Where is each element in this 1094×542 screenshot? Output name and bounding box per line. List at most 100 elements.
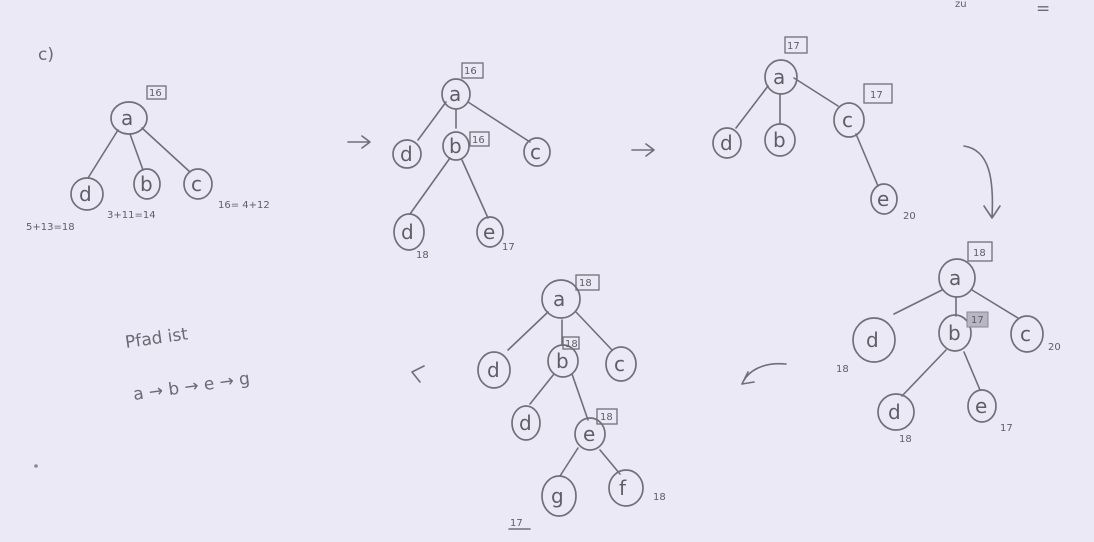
tree-5-node-g [541,475,577,517]
tree-2-node-e [476,216,504,248]
tree-4-node-a [938,258,976,298]
tree-2-node-b-label: b [449,134,462,158]
tree-2-node-e-value: 17 [502,242,515,253]
tree-4-node-c-value: 20 [1048,342,1061,353]
tree-3: a 17 d b c 17 e 20 [712,36,916,222]
tree-2-badge-a-text: 16 [464,66,477,77]
tree-3-node-b [764,123,796,157]
tree-4-node-d2-label: d [888,400,901,424]
tree-1-node-d-label: d [79,182,92,206]
tree-1-edges [87,127,191,179]
tree-3-edges [735,77,879,187]
tree-4-node-e-value: 17 [1000,423,1013,434]
tree-4-node-d [852,317,896,363]
tree-5-node-c-label: c [614,352,625,376]
tree-3-node-a-label: a [773,65,785,89]
tree-3-node-e-value: 20 [903,211,916,222]
tree-5-badge-b [562,336,580,350]
tree-2-node-e-label: e [483,220,495,244]
tree-5-node-d2-label: d [519,411,532,435]
tree-4-node-c-label: c [1020,322,1031,346]
tree-1-badge-a-text: 16 [149,88,162,99]
tree-4-node-c [1010,315,1044,353]
tree-5-node-d2 [511,405,541,441]
tree-5-node-g-label: g [551,484,564,508]
tree-3-node-c-label: c [842,108,853,132]
arrow-1 [347,135,371,149]
tree-1: a 16 d b c 5+13=18 3+11=14 16= 4+12 [26,85,270,233]
tree-3-node-b-label: b [773,128,786,152]
tree-3-badge-a-text: 17 [787,41,800,52]
tree-2-node-d2-value: 18 [416,250,429,261]
tree-3-node-e [870,183,898,215]
tree-4-badge-b-text: 17 [971,315,984,326]
tree-5-node-e-label: e [583,422,595,446]
tree-4-node-d2-value: 18 [899,434,912,445]
stray-dot [34,464,38,468]
tree-5-badge-e [596,408,618,425]
tree-3-badge-c-text: 17 [870,90,883,101]
tree-4-node-d-label: d [866,328,879,352]
tree-4: a 18 d 18 b 17 c 20 d 18 e 17 [836,241,1061,445]
tree-4-node-e-label: e [975,394,987,418]
tree-1-node-a-label: a [121,106,133,130]
tree-2-node-b [442,131,470,161]
tree-1-note-d: 5+13=18 [26,222,75,233]
corner-equals: = [1036,0,1050,19]
tree-1-node-c-label: c [191,172,202,196]
tree-4-badge-a-text: 18 [973,248,986,259]
tree-5-node-b-label: b [556,349,569,373]
tree-1-node-b-label: b [140,172,153,196]
tree-4-edges [893,289,1019,397]
path-note-line1: Pfad ist [124,324,190,353]
tree-3-node-d-label: d [720,131,733,155]
tree-4-badge-a [967,241,993,262]
tree-2-node-c [523,137,551,167]
tree-5-node-g-value: 17 [510,518,523,529]
tree-5-node-e [574,417,606,451]
part-label: c) [38,45,54,65]
tree-5-badge-e-text: 18 [600,412,613,423]
tree-5-node-a-label: a [553,287,565,311]
tree-1-node-d [70,177,104,211]
tree-5-node-d-label: d [487,358,500,382]
tree-5-badge-b-text: 18 [565,339,578,350]
tree-2-node-d-label: d [400,142,413,166]
tree-2-node-a-label: a [449,82,461,106]
tree-1-node-c [183,168,213,200]
tree-2-edges [409,101,531,219]
tree-4-badge-b [966,311,989,328]
tree-1-note-b: 3+11=14 [107,210,156,221]
tree-3-node-d [712,127,742,159]
tree-2: a 16 d b 16 c d 18 e 17 [392,62,551,261]
tree-2-badge-b [469,131,490,147]
tree-3-node-e-label: e [877,187,889,211]
tree-3-badge-a [784,36,808,54]
tree-4-node-e [967,389,997,423]
tree-1-node-b [133,168,161,200]
tree-2-node-a [441,78,471,110]
tree-5-node-d [477,351,511,389]
tree-5-node-c [605,346,637,382]
tree-2-node-c-label: c [530,140,541,164]
tree-1-note-c: 16= 4+12 [218,200,270,211]
tree-5-badge-a-text: 18 [579,278,592,289]
arrow-2 [631,143,655,157]
arrow-3 [963,145,1001,219]
tree-4-node-d2 [877,393,915,431]
tree-1-node-a [110,101,148,135]
tree-3-badge-c [863,83,893,104]
tree-5-node-f-value: 18 [653,492,666,503]
tree-1-badge-a [146,85,167,100]
tree-4-node-b [938,314,972,352]
tree-2-badge-b-text: 16 [472,135,485,146]
tree-3-node-c [833,102,865,138]
tree-3-node-a [764,59,798,95]
tree-5-edges [507,311,621,477]
tree-2-node-d [392,139,422,169]
tree-5-node-f-label: f [619,476,627,500]
tree-2-badge-a [461,62,484,79]
tree-5-node-f [608,469,644,507]
